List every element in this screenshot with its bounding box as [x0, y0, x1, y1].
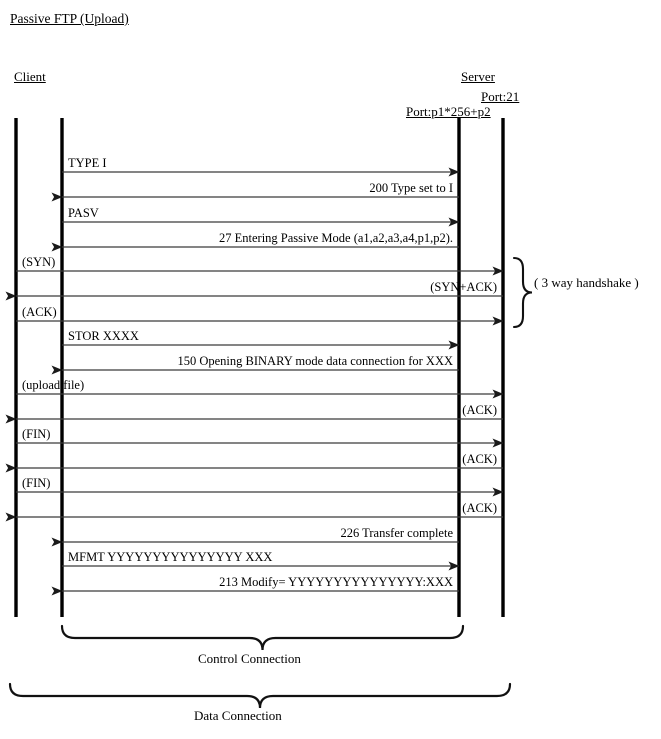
- control-connection-label: Control Connection: [198, 651, 301, 666]
- message-label: (ACK): [22, 305, 57, 319]
- server-control-port-label: Port:21: [481, 89, 520, 104]
- message-label: 150 Opening BINARY mode data connection …: [177, 354, 453, 368]
- message-label: 27 Entering Passive Mode (a1,a2,a3,a4,p1…: [219, 231, 453, 245]
- data-connection-brace: [8, 682, 512, 709]
- data-connection-label: Data Connection: [194, 708, 282, 723]
- message-label: (FIN): [22, 427, 51, 441]
- message-arrows-group: [5, 167, 504, 596]
- actor-label-client: Client: [14, 69, 46, 84]
- server-data-port-label: Port:p1*256+p2: [406, 104, 491, 119]
- message-label: TYPE I: [68, 156, 107, 170]
- handshake-annotation-label: ( 3 way handshake ): [534, 275, 639, 290]
- actor-label-server: Server: [461, 69, 495, 84]
- message-label: MFMT YYYYYYYYYYYYYYY XXX: [68, 550, 273, 564]
- message-label: (ACK): [462, 452, 497, 466]
- handshake-brace: [512, 256, 533, 329]
- message-label: (FIN): [22, 476, 51, 490]
- message-label: 226 Transfer complete: [340, 526, 453, 540]
- message-label: (upload file): [22, 378, 85, 392]
- message-label: PASV: [68, 206, 99, 220]
- message-label: 200 Type set to I: [369, 181, 453, 195]
- message-label: (ACK): [462, 403, 497, 417]
- page-title: Passive FTP (Upload): [10, 11, 129, 26]
- control-connection-brace: [60, 624, 465, 651]
- message-label: (SYN+ACK): [430, 280, 497, 294]
- message-label: (ACK): [462, 501, 497, 515]
- message-label: (SYN): [22, 255, 56, 269]
- message-label: 213 Modify= YYYYYYYYYYYYYYY:XXX: [219, 575, 453, 589]
- message-label: STOR XXXX: [68, 329, 139, 343]
